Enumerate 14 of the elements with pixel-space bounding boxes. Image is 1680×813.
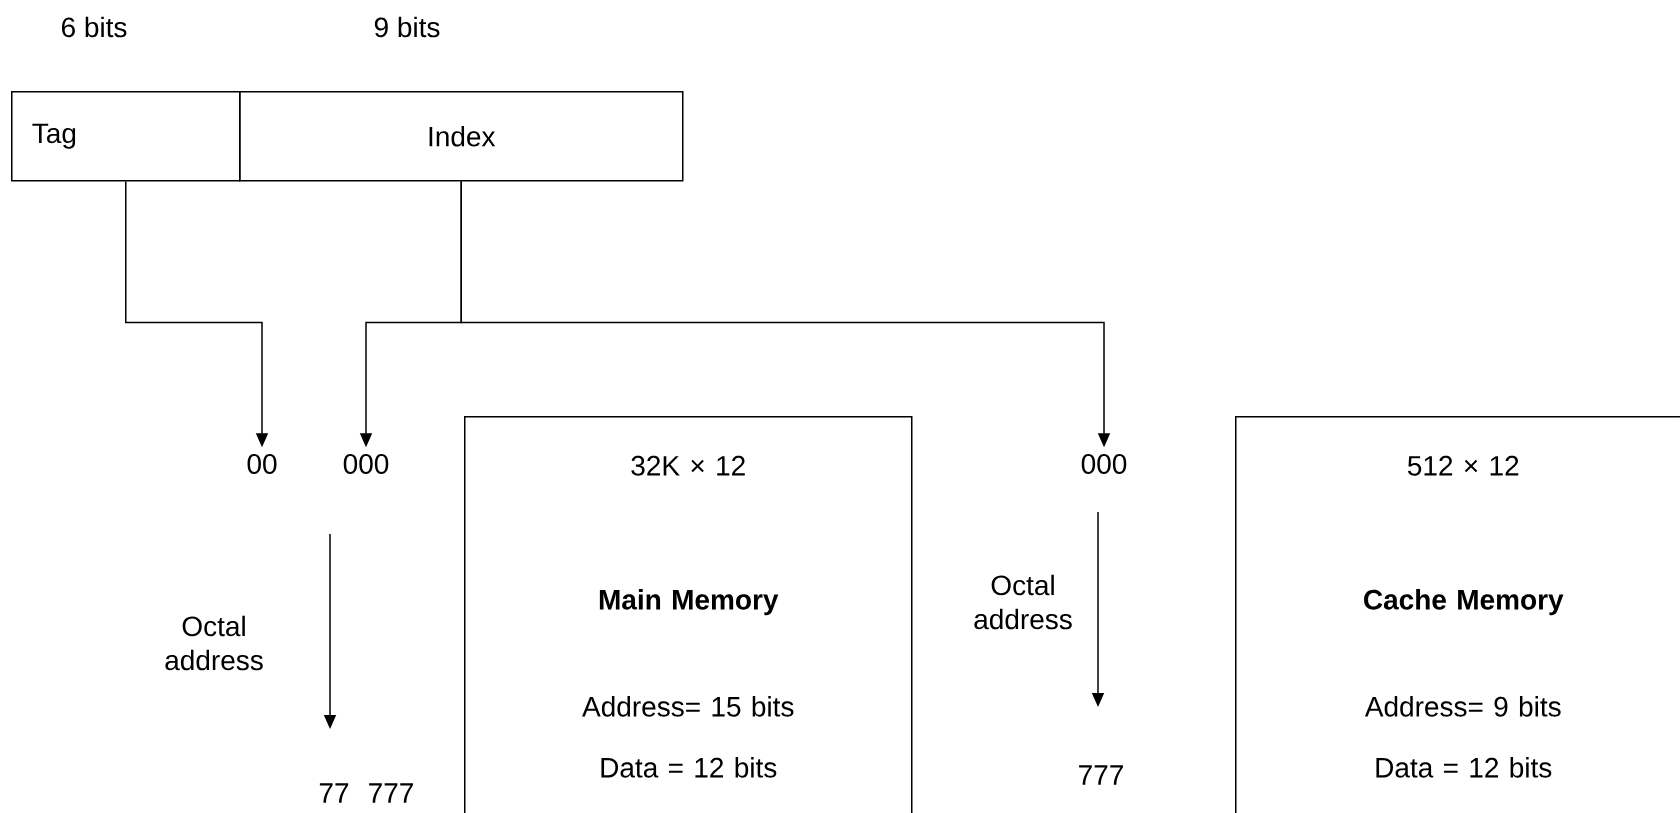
bit-width-label: 9 bits [374,16,440,38]
index-field: Index [239,91,684,182]
address-value: 77 [319,783,349,803]
address-value: 777 [369,783,413,803]
address-value: 777 [1079,765,1123,785]
tag-field: Tag [11,91,241,182]
address-value: 000 [1081,454,1127,474]
address-value: 00 [247,454,277,474]
range-label: Octal address [974,574,1072,630]
address-value: 000 [343,454,389,474]
memory-box: 512 × 12 Cache Memory Address= 9 bits Data = 12 bits [1235,416,1680,813]
range-label: Octal address [165,615,263,671]
memory-box: 32K × 12 Main Memory Address= 15 bits Data = 12 bits [464,416,913,813]
bit-width-label: 6 bits [62,16,127,38]
